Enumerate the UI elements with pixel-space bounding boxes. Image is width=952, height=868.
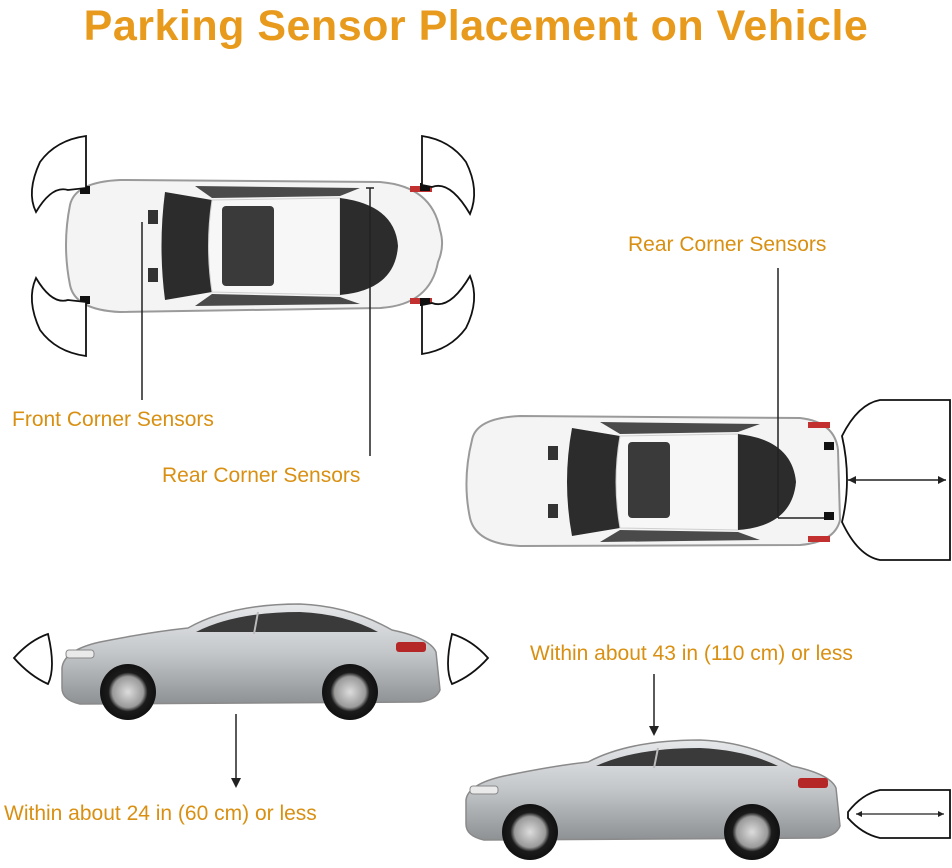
page-title: Parking Sensor Placement on Vehicle: [83, 2, 869, 50]
sensor-rear-top: [824, 442, 834, 450]
top-view-car-1: [65, 178, 444, 314]
rear-window: [340, 198, 398, 295]
label-front-corner-sensors: Front Corner Sensors: [12, 408, 214, 431]
sensor-rear-bottom: [824, 512, 834, 520]
side-window-bottom: [195, 294, 360, 306]
rear-window: [738, 434, 796, 530]
windshield: [567, 428, 620, 536]
sensor-rear-top: [420, 183, 430, 191]
front-wheel: [100, 664, 156, 720]
top-view-car-2: [465, 414, 842, 548]
label-rear-corner-sensors-left: Rear Corner Sensors: [162, 464, 361, 487]
zone-rear-top: [421, 134, 476, 217]
sunroof: [222, 206, 274, 286]
zone-front-side: [12, 632, 53, 686]
label-distance-front: Within about 24 in (60 cm) or less: [4, 802, 317, 825]
zone-rear-bottom: [421, 273, 476, 356]
label-rear-corner-sensors-right: Rear Corner Sensors: [628, 233, 827, 256]
mirror-bottom: [148, 268, 158, 282]
sensor-front-top: [80, 186, 90, 194]
zone-front-bottom: [30, 276, 87, 358]
sensor-front-bottom: [80, 296, 90, 304]
windshield: [161, 192, 212, 300]
side-view-car-2: [465, 739, 841, 860]
mirror-top: [148, 210, 158, 224]
side-window-top: [195, 186, 360, 198]
sensor-rear-bottom: [420, 298, 430, 306]
side-windows: [196, 612, 378, 632]
rear-wheel: [322, 664, 378, 720]
zone-rear-side: [447, 632, 490, 686]
side-view-car-1: [61, 603, 441, 720]
zone-front-top: [30, 134, 87, 214]
sunroof: [628, 442, 670, 518]
label-distance-rear: Within about 43 in (110 cm) or less: [530, 642, 853, 665]
